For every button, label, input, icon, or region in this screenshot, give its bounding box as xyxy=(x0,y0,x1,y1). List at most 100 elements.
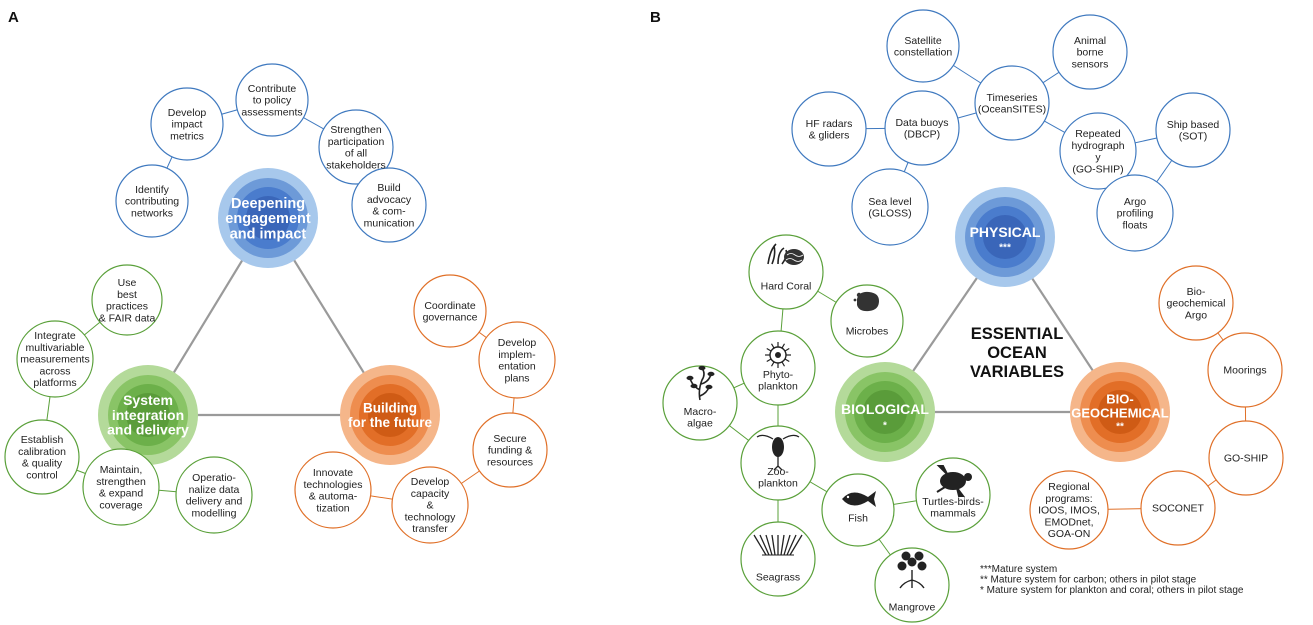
node-label-line: Strengthen xyxy=(330,124,382,136)
node-label-line: calibration xyxy=(18,446,66,458)
node-label-line: (GO-SHIP) xyxy=(1072,163,1123,175)
hub-engagement-label-line: engagement xyxy=(225,211,311,227)
node-label-line: multivariable xyxy=(26,342,85,354)
coral-head xyxy=(784,249,804,265)
hub-system-label-line: and delivery xyxy=(107,422,189,438)
node-label-line: Maintain, xyxy=(100,464,143,476)
diatom-spine xyxy=(766,358,772,363)
node-blue xyxy=(351,167,427,243)
seagrass-blade xyxy=(771,534,776,556)
node-label-line: & automa- xyxy=(309,491,358,503)
node-label-line: modelling xyxy=(192,507,237,519)
node-label-line: Animal xyxy=(1074,35,1106,47)
node-label-line: Innovate xyxy=(313,467,353,479)
hub-future-label-line: for the future xyxy=(348,415,432,430)
node-label-line: transfer xyxy=(412,523,448,535)
node-label-line: of all xyxy=(345,148,367,160)
seagrass-blade xyxy=(765,534,773,556)
algae-leaf xyxy=(698,365,706,371)
node-physical xyxy=(974,65,1050,141)
node-label-line: sensors xyxy=(1072,58,1109,70)
node-biogeochemical xyxy=(1140,470,1216,546)
node-label-line: practices xyxy=(106,301,148,313)
node-label: Hard Coral xyxy=(761,281,812,293)
seagrass-icon xyxy=(753,534,803,556)
node-orange xyxy=(478,321,556,399)
turtle-icon xyxy=(936,465,972,497)
node-label-line: contributing xyxy=(125,196,179,208)
mangrove-leaf xyxy=(901,551,911,561)
mangrove-leaf xyxy=(907,557,917,567)
node-label-line: & FAIR data xyxy=(99,312,156,324)
node-label: GO-SHIP xyxy=(1224,453,1268,465)
hub-future-label-line: Building xyxy=(363,401,417,416)
hub-future-ring-4 xyxy=(368,393,412,437)
leaf-nodes xyxy=(4,9,1284,623)
node-label-line: impact xyxy=(172,119,203,131)
node-label-line: Bio- xyxy=(1187,286,1206,298)
node-blue xyxy=(150,87,224,161)
node-label: Timeseries(OceanSITES) xyxy=(978,92,1046,116)
node-label: Phyto-plankton xyxy=(758,369,798,393)
node-label-line: Repeated xyxy=(1075,128,1121,140)
node-label-line: technology xyxy=(405,511,457,523)
hub-biological-stars: * xyxy=(883,421,887,432)
algae-leaf xyxy=(690,383,698,389)
node-label-line: munication xyxy=(364,217,415,229)
fish-body xyxy=(842,491,876,507)
mangrove-roots xyxy=(899,570,925,589)
node-label-line: measurements xyxy=(20,354,89,366)
node-biological xyxy=(662,365,738,441)
hub-physical-stars-line: *** xyxy=(999,243,1011,254)
mangrove-leaf xyxy=(914,551,924,561)
maturity-legend: ***Mature system** Mature system for car… xyxy=(980,564,1244,596)
node-label-line: & expand xyxy=(99,488,144,500)
node-label-line: stakeholders xyxy=(326,159,386,171)
coral-branch xyxy=(767,243,788,265)
legend-line: ***Mature system xyxy=(980,564,1057,575)
node-blue xyxy=(115,164,189,238)
node-green xyxy=(175,456,253,534)
node-orange xyxy=(472,412,548,488)
node-physical xyxy=(851,168,929,246)
node-physical xyxy=(1155,92,1231,168)
hub-biogeochemical-label-line: BIO- xyxy=(1106,391,1133,406)
seagrass-blade xyxy=(783,534,791,556)
diatom-core xyxy=(775,352,781,358)
node-label-line: to policy xyxy=(253,95,292,107)
node-physical xyxy=(884,90,960,166)
coral-ridges xyxy=(785,253,804,262)
node-label-line: IOOS, IMOS, xyxy=(1038,505,1100,517)
node-label-line: Mangrove xyxy=(889,602,936,614)
turtle-shell xyxy=(940,472,966,490)
node-label: Seagrass xyxy=(756,572,800,584)
node-label: Mangrove xyxy=(889,602,936,614)
node-label-line: Develop xyxy=(168,107,207,119)
node-label-line: strengthen xyxy=(96,476,146,488)
hub-biogeochemical-label-line: GEOCHEMICAL xyxy=(1071,406,1169,421)
node-physical xyxy=(791,91,867,167)
node-label-line: assessments xyxy=(241,106,302,118)
node-label-line: best xyxy=(117,289,137,301)
node-label-line: Secure xyxy=(493,433,526,445)
node-label: Moorings xyxy=(1223,365,1266,377)
node-label-line: Fish xyxy=(848,513,868,525)
node-label-line: Identify xyxy=(135,184,170,196)
hub-physical-ring-4 xyxy=(983,215,1027,259)
node-label: Sea level(GLOSS) xyxy=(868,196,911,220)
node-label-line: Argo xyxy=(1185,309,1207,321)
node-label: Turtles-birds-mammals xyxy=(922,496,984,520)
node-label-line: profiling xyxy=(1117,208,1154,220)
node-label-line: GOA-ON xyxy=(1048,528,1091,540)
fish-icon xyxy=(842,491,876,507)
node-label-line: EMODnet, xyxy=(1044,516,1093,528)
